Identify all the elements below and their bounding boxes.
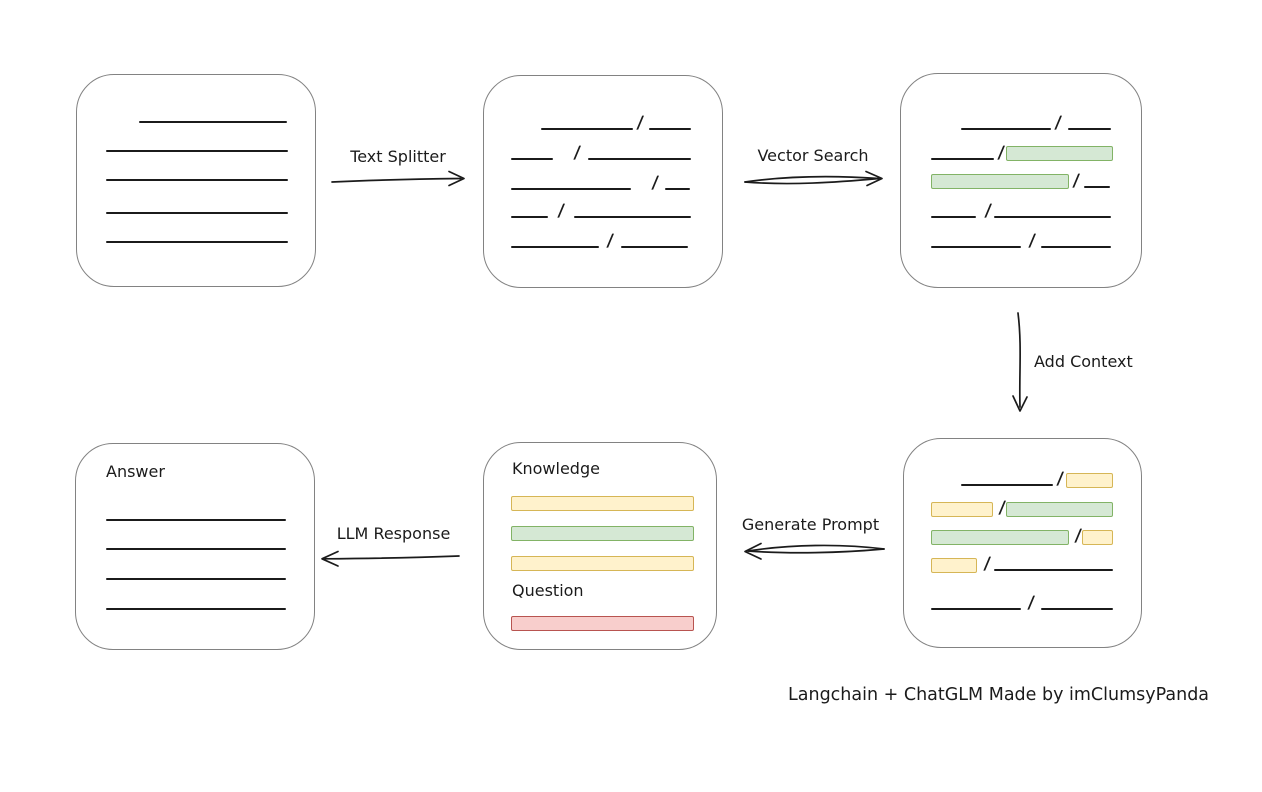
slash-separator: / xyxy=(636,113,645,133)
text-line xyxy=(106,179,288,181)
document-node xyxy=(76,74,316,287)
answer-node: Answer xyxy=(75,443,315,650)
text-line xyxy=(511,188,631,190)
slash-separator: / xyxy=(606,231,615,251)
text-line xyxy=(931,158,994,160)
slash-separator: / xyxy=(1054,113,1063,133)
text-line xyxy=(106,212,288,214)
matched-chunk-chip-green xyxy=(931,530,1069,545)
text-line xyxy=(931,246,1021,248)
text-line xyxy=(961,128,1051,130)
llm-response-arrow xyxy=(321,550,460,567)
matched-chunk-chip-green xyxy=(1006,146,1113,161)
slash-separator: / xyxy=(573,143,582,163)
slash-separator: / xyxy=(984,201,993,221)
text-line xyxy=(106,608,286,610)
knowledge-label: Knowledge xyxy=(512,459,600,478)
text-line xyxy=(1068,128,1111,130)
add-context-label: Add Context xyxy=(1034,352,1133,371)
slash-separator: / xyxy=(557,201,566,221)
knowledge-bar-green xyxy=(511,526,694,541)
text-line xyxy=(106,150,288,152)
context-node: / / / / / xyxy=(903,438,1142,648)
text-splitter-arrow xyxy=(331,170,465,187)
text-line xyxy=(649,128,691,130)
text-line xyxy=(994,216,1111,218)
llm-response-label: LLM Response xyxy=(336,524,451,543)
slash-separator: / xyxy=(1072,171,1081,191)
text-line xyxy=(1041,246,1111,248)
answer-label: Answer xyxy=(106,462,165,481)
slash-separator: / xyxy=(983,554,992,574)
text-line xyxy=(139,121,287,123)
text-line xyxy=(961,484,1053,486)
question-bar-red xyxy=(511,616,694,631)
slash-separator: / xyxy=(998,498,1007,518)
slash-separator: / xyxy=(1027,593,1036,613)
context-chip-yellow xyxy=(1082,530,1113,545)
slash-separator: / xyxy=(651,173,660,193)
text-line xyxy=(511,158,553,160)
text-line xyxy=(665,188,690,190)
generate-prompt-label: Generate Prompt xyxy=(741,515,880,534)
text-line xyxy=(511,216,548,218)
slash-separator: / xyxy=(1028,231,1037,251)
caption-credit: Langchain + ChatGLM Made by imClumsyPand… xyxy=(788,685,1210,705)
vector-search-label: Vector Search xyxy=(757,146,869,165)
text-line xyxy=(621,246,688,248)
text-line xyxy=(541,128,633,130)
text-line xyxy=(1084,186,1110,188)
context-chip-yellow xyxy=(931,502,993,517)
matched-chunk-chip-green xyxy=(1006,502,1113,517)
slash-separator: / xyxy=(1074,526,1083,546)
text-line xyxy=(931,608,1021,610)
knowledge-bar-yellow xyxy=(511,496,694,511)
text-line xyxy=(511,246,599,248)
context-chip-yellow xyxy=(931,558,977,573)
knowledge-bar-yellow xyxy=(511,556,694,571)
question-label: Question xyxy=(512,581,584,600)
text-line xyxy=(574,216,691,218)
vector-result-node: / / / / / xyxy=(900,73,1142,288)
text-line xyxy=(588,158,691,160)
text-line xyxy=(106,548,286,550)
slash-separator: / xyxy=(1056,469,1065,489)
prompt-node: Knowledge Question xyxy=(483,442,717,650)
split-chunks-node: / / / / / xyxy=(483,75,723,288)
text-line xyxy=(106,241,288,243)
vector-search-arrow xyxy=(744,170,883,187)
generate-prompt-arrow xyxy=(744,542,885,560)
text-line xyxy=(106,578,286,580)
slash-separator: / xyxy=(997,143,1006,163)
text-line xyxy=(1041,608,1113,610)
context-chip-yellow xyxy=(1066,473,1113,488)
matched-chunk-chip-green xyxy=(931,174,1069,189)
text-line xyxy=(931,216,976,218)
text-line xyxy=(994,569,1113,571)
add-context-arrow xyxy=(1012,312,1028,412)
text-splitter-label: Text Splitter xyxy=(350,147,446,166)
text-line xyxy=(106,519,286,521)
